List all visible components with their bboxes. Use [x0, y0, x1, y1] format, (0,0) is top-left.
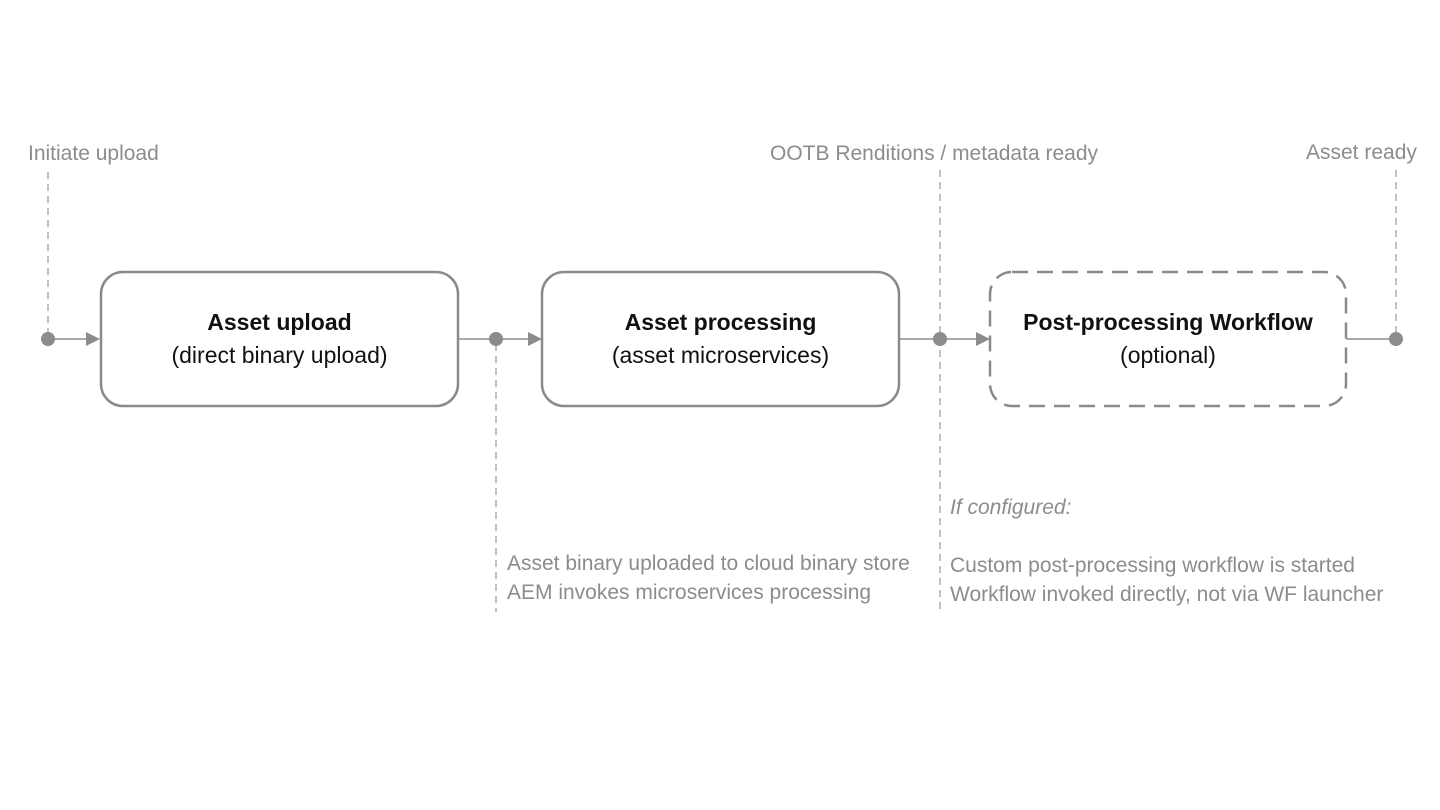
step-text-asset-upload: Asset upload (direct binary upload): [101, 306, 458, 372]
step-box-asset-upload: [99, 270, 460, 408]
milestone-label-initiate: Initiate upload: [28, 142, 159, 165]
arrow-head-3: [976, 332, 990, 346]
step-text-post-processing: Post-processing Workflow (optional): [990, 306, 1346, 372]
step-text-asset-processing: Asset processing (asset microservices): [542, 306, 899, 372]
milestone-label-ready: Asset ready: [1306, 141, 1417, 164]
milestone-label-renditions: OOTB Renditions / metadata ready: [770, 142, 1098, 165]
step-title-post-processing: Post-processing Workflow: [1023, 309, 1313, 335]
step-subtitle-post-processing: (optional): [1120, 342, 1216, 368]
milestone-dot-renditions: [933, 332, 947, 346]
postprocessing-note-heading: If configured:: [950, 496, 1072, 519]
milestone-dot-uploaded: [489, 332, 503, 346]
milestone-dot-initiate: [41, 332, 55, 346]
arrow-head-2: [528, 332, 542, 346]
arrow-head-1: [86, 332, 100, 346]
step-title-asset-processing: Asset processing: [624, 309, 817, 335]
step-subtitle-asset-upload: (direct binary upload): [171, 342, 388, 368]
upload-note-line-1: Asset binary uploaded to cloud binary st…: [507, 552, 910, 575]
step-title-asset-upload: Asset upload: [207, 309, 352, 335]
upload-note: Asset binary uploaded to cloud binary st…: [507, 549, 910, 607]
postprocessing-note-line-1: Custom post-processing workflow is start…: [950, 554, 1355, 577]
step-box-asset-processing: [540, 270, 901, 408]
postprocessing-note: Custom post-processing workflow is start…: [950, 551, 1383, 609]
upload-note-line-2: AEM invokes microservices processing: [507, 581, 872, 604]
postprocessing-note-line-2: Workflow invoked directly, not via WF la…: [950, 583, 1384, 606]
step-box-post-processing: [988, 270, 1348, 408]
step-subtitle-asset-processing: (asset microservices): [611, 342, 830, 368]
milestone-dot-ready: [1389, 332, 1403, 346]
